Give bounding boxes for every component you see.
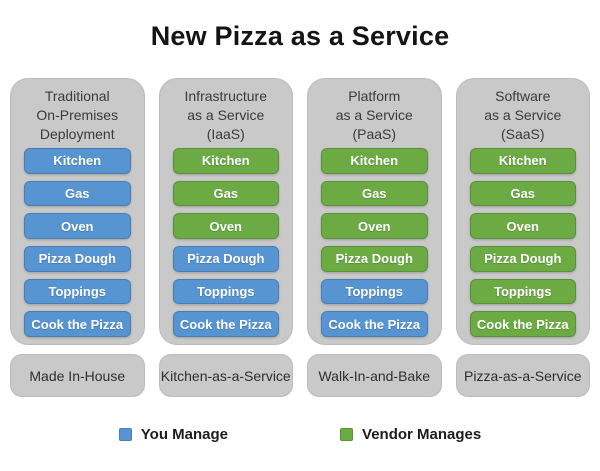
layer-item-oven: Oven — [24, 213, 131, 240]
column-header: Platform as a Service (PaaS) — [335, 88, 413, 142]
model-nickname-pizza-as-a-service: Pizza-as-a-Service — [455, 354, 590, 397]
legend-label: Vendor Manages — [362, 426, 482, 443]
column-header: Software as a Service (SaaS) — [484, 88, 562, 142]
layer-item-cook-the-pizza: Cook the Pizza — [24, 311, 131, 338]
legend-entry-vendor-manages: Vendor Manages — [340, 426, 481, 443]
layer-item-toppings: Toppings — [172, 278, 279, 305]
layer-item-oven: Oven — [469, 213, 576, 240]
layer-item-toppings: Toppings — [24, 278, 131, 305]
layer-item-kitchen: Kitchen — [469, 148, 576, 174]
layer-item-pizza-dough: Pizza Dough — [24, 246, 131, 272]
page-title: New Pizza as a Service — [150, 21, 450, 51]
layer-item-kitchen: Kitchen — [172, 148, 279, 174]
legend: You Manage Vendor Manages — [0, 426, 600, 443]
service-column-infrastructure: Infrastructure as a Service (IaaS) Kitche… — [158, 78, 293, 345]
layer-item-gas: Gas — [469, 180, 576, 207]
legend-label: You Manage — [140, 426, 229, 443]
layer-item-cook-the-pizza: Cook the Pizza — [172, 311, 279, 338]
legend-entry-you-manage: You Manage — [118, 426, 229, 443]
you-manage-swatch-icon — [118, 428, 132, 441]
layer-item-gas: Gas — [24, 180, 131, 207]
vendor-manages-swatch-icon — [340, 428, 354, 441]
layer-item-pizza-dough: Pizza Dough — [469, 246, 576, 272]
layer-item-pizza-dough: Pizza Dough — [321, 246, 428, 272]
layer-item-gas: Gas — [321, 180, 428, 207]
layer-item-pizza-dough: Pizza Dough — [172, 246, 279, 272]
layer-item-oven: Oven — [321, 213, 428, 240]
layer-item-toppings: Toppings — [321, 278, 428, 305]
footer-row: Made In-House Kitchen-as-a-Service Walk-In… — [0, 354, 600, 397]
column-header: Infrastructure as a Service (IaaS) — [184, 88, 267, 142]
layer-item-gas: Gas — [172, 180, 279, 207]
model-nickname-made-in-house: Made In-House — [10, 354, 145, 397]
column-header: Traditional On-Premises Deployment — [36, 88, 119, 142]
layer-item-kitchen: Kitchen — [24, 148, 131, 174]
layer-item-cook-the-pizza: Cook the Pizza — [321, 311, 428, 338]
layer-item-cook-the-pizza: Cook the Pizza — [469, 311, 576, 338]
model-nickname-kitchen-as-a-service: Kitchen-as-a-Service — [158, 354, 293, 397]
layer-item-kitchen: Kitchen — [321, 148, 428, 174]
layer-item-oven: Oven — [172, 213, 279, 240]
layer-item-toppings: Toppings — [469, 278, 576, 305]
model-nickname-walk-in-and-bake: Walk-In-and-Bake — [307, 354, 442, 397]
